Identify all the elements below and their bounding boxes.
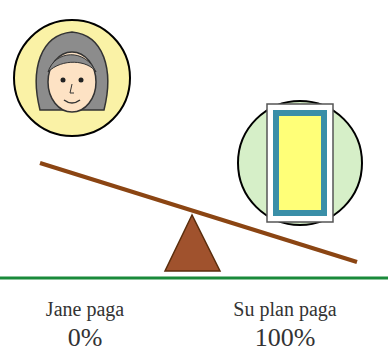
woman-face (36, 32, 107, 112)
document-card (276, 113, 324, 213)
percent-value: 0% (68, 324, 103, 353)
person-circle (14, 20, 130, 136)
ground-line (0, 277, 388, 280)
fulcrum (165, 215, 220, 271)
payer-label: Jane paga (46, 298, 124, 320)
document-page (267, 104, 333, 222)
percent-value: 100% (255, 324, 316, 353)
payer-label: Su plan paga (233, 298, 336, 320)
plan-circle (238, 101, 362, 225)
